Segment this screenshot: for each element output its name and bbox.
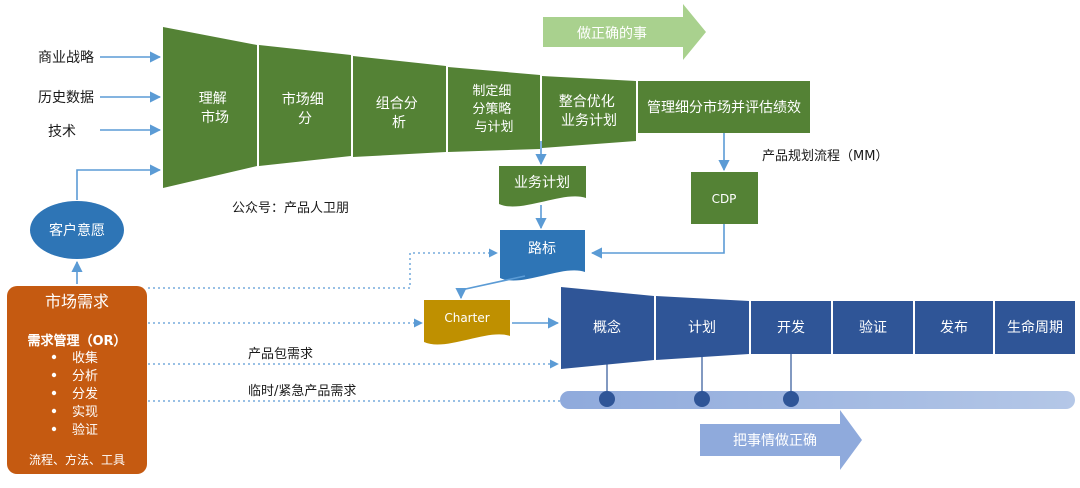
bullet-dot [51, 426, 57, 432]
mm-process-label: 产品规划流程（MM） [762, 149, 888, 164]
demand-to-roadmap-dotted [148, 248, 498, 289]
mm-step-6 [638, 81, 810, 133]
do-things-right-label: 把事情做正确 [733, 433, 817, 449]
ipd-process: 概念 计划 开发 验证 发布 生命周期 [561, 287, 1075, 369]
ipd-step-2-label: 计划 [688, 320, 716, 336]
customer-wish-connector [76, 164, 162, 200]
roadmap-label: 路标 [528, 241, 556, 257]
mm-step-1 [163, 27, 257, 188]
market-demand-title: 市场需求 [45, 292, 109, 311]
input-technology: 技术 [48, 124, 76, 140]
ipd-step-2 [656, 296, 749, 360]
demand-item-implement: 实现 [72, 405, 98, 420]
mm-step-4 [448, 67, 540, 152]
mm-step-4-label: 制定细 分策略 与计划 [472, 84, 515, 135]
bullet-dot [51, 372, 57, 378]
cdp-to-roadmap-arrow [590, 224, 725, 259]
do-right-things-arrow: 做正确的事 [543, 4, 706, 60]
mm-step-2 [259, 45, 351, 166]
milestone-dot [783, 391, 799, 407]
input-list: 商业战略 历史数据 技术 [38, 50, 162, 140]
mm-step-6-label: 管理细分市场并评估绩效 [647, 99, 801, 116]
bullet-dot [51, 390, 57, 396]
market-demand-box: 市场需求 需求管理（OR） 收集 分析 分发 实现 验证 流程、方法、工具 [7, 286, 147, 474]
charter-label: Charter [444, 311, 489, 325]
roadmap-to-charter-arrow [455, 275, 526, 300]
bullet-dot [51, 354, 57, 360]
bullet-dot [51, 408, 57, 414]
ipd-step-3 [751, 301, 831, 354]
mm-step-5 [542, 76, 636, 148]
demand-item-collect: 收集 [72, 350, 98, 366]
input-business-strategy: 商业战略 [38, 50, 94, 66]
ipd-step-4 [833, 301, 913, 354]
urgent-demand-label: 临时/紧急产品需求 [248, 384, 356, 399]
demand-item-verify: 验证 [72, 422, 98, 438]
market-demand-footer: 流程、方法、工具 [29, 452, 125, 467]
demand-item-analyze: 分析 [72, 369, 98, 384]
watermark-text: 公众号：产品人卫朋 [232, 201, 349, 216]
ipd-step-5-label: 发布 [940, 320, 968, 336]
milestone-dot [599, 391, 615, 407]
customer-wish-label: 客户意愿 [49, 222, 105, 239]
lifecycle-bar [560, 391, 1075, 409]
demand-item-distribute: 分发 [72, 386, 98, 402]
do-things-right-arrow: 把事情做正确 [700, 410, 862, 470]
ipd-step-3-label: 开发 [777, 320, 805, 336]
cdp-label: CDP [712, 192, 737, 206]
cdp-box: CDP [691, 172, 758, 224]
business-plan-doc: 业务计划 [499, 166, 586, 207]
roadmap-doc: 路标 [500, 230, 585, 281]
business-plan-label: 业务计划 [514, 175, 570, 191]
input-history-data: 历史数据 [38, 90, 94, 106]
mm-step-1-label: 理解 市场 [199, 91, 231, 126]
ipd-step-6 [995, 301, 1075, 354]
milestone-dot [694, 391, 710, 407]
package-demand-label: 产品包需求 [248, 347, 313, 362]
mm-step-3-label: 组合分 析 [376, 96, 422, 131]
customer-wish-node: 客户意愿 [30, 201, 124, 259]
ipd-step-6-label: 生命周期 [1007, 319, 1063, 336]
mm-step-2-label: 市场细 分 [282, 91, 328, 127]
do-right-things-label: 做正确的事 [577, 26, 647, 42]
mm-funnel: 理解 市场 市场细 分 组合分 析 制定细 分策略 与计划 整合优化 业务计划 … [163, 27, 810, 188]
ipd-step-1-label: 概念 [593, 319, 621, 336]
ipd-step-4-label: 验证 [859, 320, 887, 336]
ipd-step-5 [915, 301, 993, 354]
charter-doc: Charter [424, 300, 510, 345]
ipd-step-1 [561, 287, 654, 369]
mm-step-3 [353, 56, 446, 157]
mm-step-5-label: 整合优化 业务计划 [559, 94, 619, 129]
market-demand-subtitle: 需求管理（OR） [27, 333, 126, 349]
